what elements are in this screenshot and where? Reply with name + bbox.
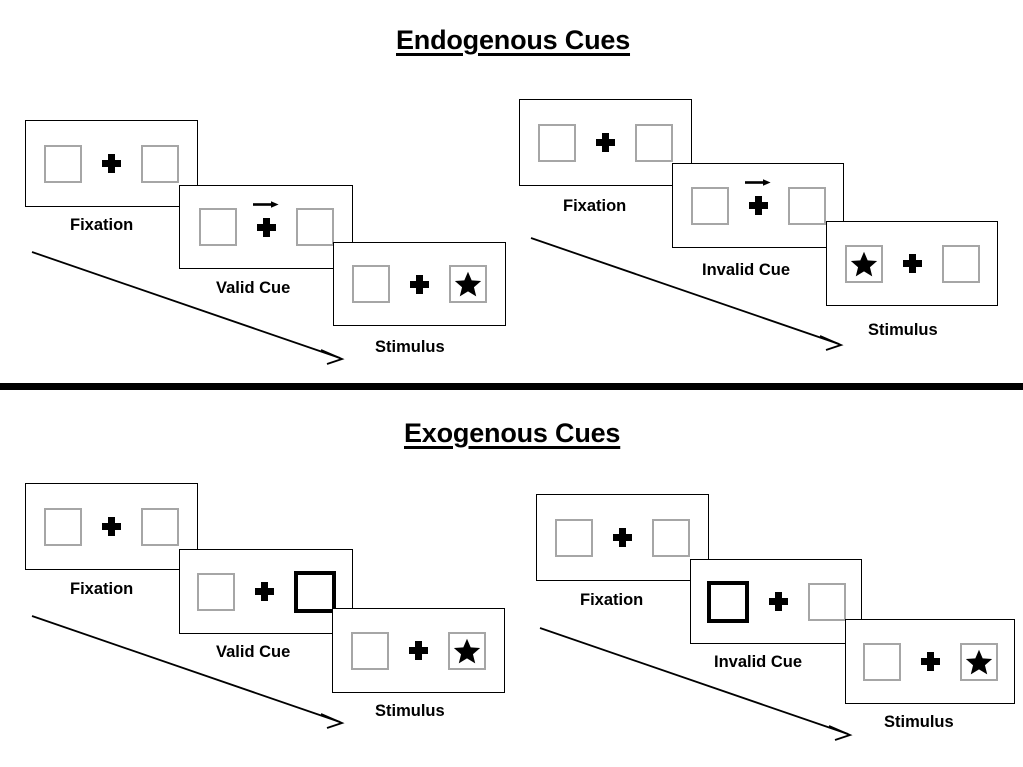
trial-panel-exogenous-invalid-cue [690, 559, 862, 644]
right-placeholder-box [295, 208, 334, 246]
left-placeholder-box [555, 518, 593, 557]
caption-exogenous-valid-fixation: Fixation [70, 580, 134, 598]
left-placeholder-box [44, 144, 82, 183]
panel-content [520, 100, 691, 185]
right-placeholder-box [941, 244, 980, 283]
plus-icon [102, 517, 121, 536]
section-title-endogenous: Endogenous Cues [396, 25, 631, 55]
panel-content [26, 121, 197, 206]
plus-icon [613, 528, 632, 547]
trial-panel-exogenous-valid-cue [179, 549, 353, 634]
trial-panel-exogenous-invalid-fixation [536, 494, 709, 581]
section-divider [0, 383, 1023, 390]
trial-panel-endogenous-invalid-stimulus [826, 221, 998, 306]
left-placeholder-box [198, 208, 237, 246]
plus-icon [596, 133, 615, 152]
panel-content [537, 495, 708, 580]
plus-icon [410, 274, 429, 294]
fixation-cross-wrap [749, 592, 808, 611]
trial-panel-endogenous-valid-fixation [25, 120, 198, 207]
fixation-cross-wrap [235, 582, 294, 601]
diagonal-arrow-icon [530, 237, 844, 351]
right-target-box [448, 631, 486, 670]
fixation-cross-wrap [576, 133, 635, 152]
trial-panel-exogenous-valid-stimulus [332, 608, 505, 693]
left-placeholder-box [351, 631, 389, 670]
right-target-box [959, 642, 998, 681]
fixation-cross-wrap [389, 641, 448, 660]
panel-content [827, 222, 997, 305]
fixation-cross-wrap [883, 254, 942, 273]
trial-panel-endogenous-invalid-cue [672, 163, 844, 248]
fixation-cross-wrap [390, 274, 449, 294]
caption-endogenous-invalid-cue: Invalid Cue [702, 261, 791, 279]
plus-icon [748, 196, 768, 215]
fixation-cross-wrap [901, 652, 960, 671]
caption-endogenous-invalid-stimulus: Stimulus [868, 321, 938, 339]
caption-endogenous-valid-fixation: Fixation [70, 216, 134, 234]
right-placeholder-box [652, 518, 690, 557]
right-placeholder-box [807, 582, 846, 621]
right-placeholder-box [141, 507, 179, 546]
trial-panel-exogenous-valid-fixation [25, 483, 198, 570]
right-placeholder-box [635, 123, 673, 162]
right-placeholder-box [787, 186, 826, 225]
left-placeholder-box [196, 572, 235, 611]
caption-exogenous-valid-stimulus: Stimulus [375, 702, 445, 720]
fixation-cross-wrap [82, 517, 141, 536]
panel-content [180, 186, 352, 268]
left-cue-box-highlighted [706, 580, 749, 623]
arrow-right-icon [253, 200, 279, 208]
panel-content [691, 560, 861, 643]
right-placeholder-box [141, 144, 179, 183]
panel-content [846, 620, 1014, 703]
right-target-box [449, 265, 487, 303]
fixation-cross-wrap [237, 200, 296, 237]
trial-panel-endogenous-valid-cue [179, 185, 353, 269]
plus-icon [920, 652, 940, 671]
plus-icon [102, 154, 121, 173]
plus-icon [902, 254, 922, 273]
left-placeholder-box [44, 507, 82, 546]
trial-panel-endogenous-valid-stimulus [333, 242, 506, 326]
left-placeholder-box [862, 642, 901, 681]
section-title-exogenous: Exogenous Cues [404, 418, 621, 448]
fixation-cross-wrap [729, 179, 788, 215]
plus-icon [768, 592, 788, 611]
star-icon [453, 638, 481, 663]
trial-panel-endogenous-invalid-fixation [519, 99, 692, 186]
right-cue-box-highlighted [293, 570, 336, 613]
plus-icon [256, 217, 276, 237]
caption-exogenous-invalid-fixation: Fixation [580, 591, 644, 609]
fixation-cross-wrap [82, 154, 141, 173]
panel-content [180, 550, 352, 633]
panel-content [673, 164, 843, 247]
star-icon [850, 251, 877, 276]
plus-icon [254, 582, 274, 601]
fixation-cross-wrap [593, 528, 652, 547]
left-placeholder-box [352, 265, 390, 303]
left-target-box [844, 244, 883, 283]
panel-content [26, 484, 197, 569]
star-icon [454, 271, 482, 297]
left-placeholder-box [690, 186, 729, 225]
caption-endogenous-valid-stimulus: Stimulus [375, 338, 445, 356]
caption-exogenous-valid-cue: Valid Cue [216, 643, 291, 661]
caption-endogenous-valid-cue: Valid Cue [216, 279, 291, 297]
arrow-right-icon [745, 179, 771, 186]
star-icon [965, 649, 992, 674]
panel-content [333, 609, 504, 692]
panel-content [334, 243, 505, 325]
left-placeholder-box [538, 123, 576, 162]
caption-endogenous-invalid-fixation: Fixation [563, 197, 627, 215]
caption-exogenous-invalid-cue: Invalid Cue [714, 653, 803, 671]
trial-panel-exogenous-invalid-stimulus [845, 619, 1015, 704]
caption-exogenous-invalid-stimulus: Stimulus [884, 713, 954, 731]
plus-icon [409, 641, 428, 660]
